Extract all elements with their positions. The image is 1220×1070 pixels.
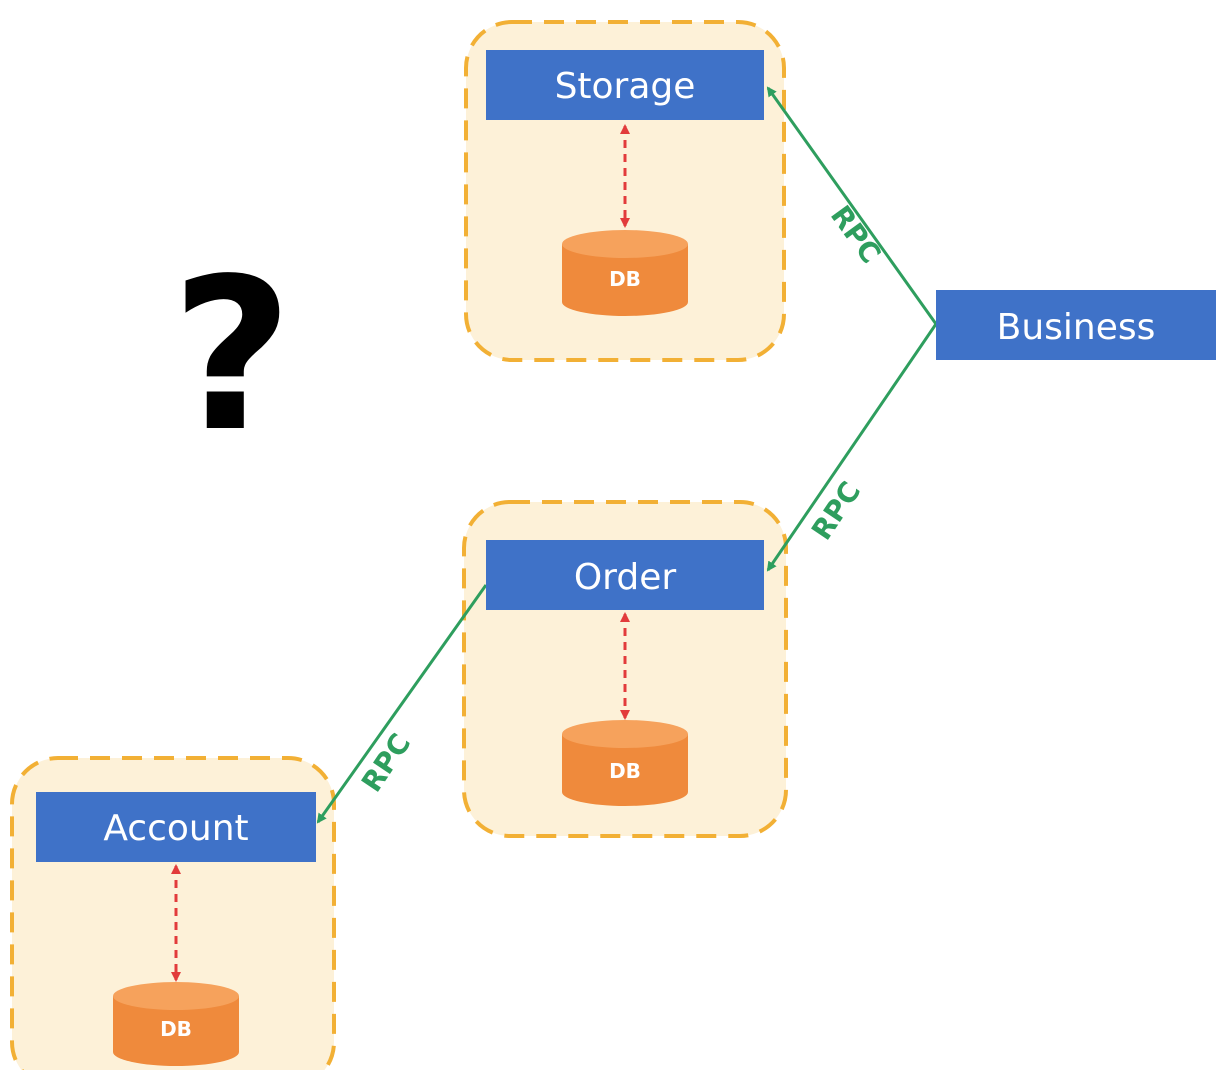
rpc-line-order-account <box>316 584 488 824</box>
storage-db-top <box>562 230 688 258</box>
storage-database: DB <box>562 230 688 316</box>
order-service[interactable]: Order <box>486 540 764 610</box>
account-db-label: DB <box>160 1017 192 1041</box>
business-service-box <box>936 290 1216 360</box>
order-service-label: Order <box>574 557 677 598</box>
order-db-top <box>562 720 688 748</box>
rpc-line-business-order <box>766 323 938 572</box>
rpc-line-business-storage <box>766 86 938 325</box>
order-db-label: DB <box>609 759 641 783</box>
order-db-cylinder <box>562 734 688 806</box>
account-service-label: Account <box>103 808 248 849</box>
business-service[interactable]: Business <box>936 290 1216 360</box>
storage-db-cylinder <box>562 244 688 316</box>
storage-service-box <box>486 50 764 120</box>
account-db-cylinder <box>113 996 239 1066</box>
account-service[interactable]: Account <box>36 792 316 862</box>
business-service-label: Business <box>997 307 1156 348</box>
rpc-label-business-storage: RPC <box>824 199 888 269</box>
account-service-box <box>36 792 316 862</box>
account-database: DB <box>113 982 239 1066</box>
rpc-label-business-order: RPC <box>805 475 867 545</box>
unknown-question-mark: ? <box>171 233 293 478</box>
order-database: DB <box>562 720 688 806</box>
account-db-top <box>113 982 239 1010</box>
storage-service-label: Storage <box>555 66 696 107</box>
storage-service[interactable]: Storage <box>486 50 764 120</box>
order-service-box <box>486 540 764 610</box>
storage-db-label: DB <box>609 267 641 291</box>
rpc-label-order-account: RPC <box>355 727 417 797</box>
